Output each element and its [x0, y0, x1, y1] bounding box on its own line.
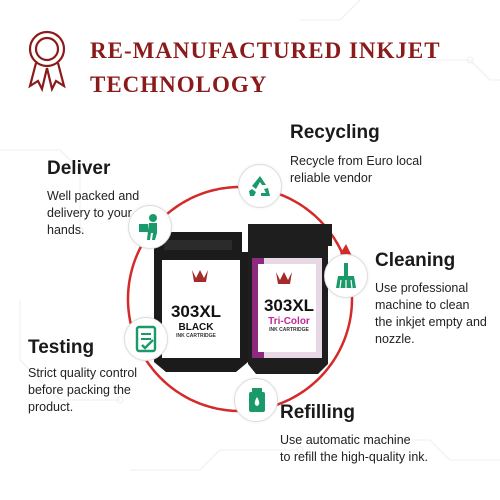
- delivery-person-icon: [128, 205, 172, 249]
- ribbon-award-icon: [28, 30, 66, 92]
- step-cleaning-desc: Use professional machine to clean the in…: [375, 281, 487, 346]
- step-testing-title: Testing: [28, 337, 95, 358]
- black-cartridge-type: BLACK: [178, 322, 214, 333]
- banner-title: RE-MANUFACTURED INKJET TECHNOLOGY: [90, 34, 490, 102]
- step-recycling-desc: Recycle from Euro local reliable vendor: [290, 154, 422, 185]
- step-refilling-desc: Use automatic machine to refill the high…: [280, 433, 428, 464]
- step-cleaning-title: Cleaning: [375, 250, 456, 271]
- black-cartridge-sub: INK CARTRIDGE: [176, 333, 216, 339]
- black-cartridge-model: 303XL: [170, 302, 222, 321]
- recycle-icon: [238, 164, 282, 208]
- color-cartridge-sub: INK CARTRIDGE: [269, 327, 309, 333]
- color-cartridge-model: 303XL: [263, 296, 315, 315]
- step-testing-desc: Strict quality control before packing th…: [28, 366, 138, 414]
- cleaning-brush-icon: [324, 254, 368, 298]
- step-deliver-desc: Well packed and delivery to your hands.: [47, 189, 140, 237]
- banner-title-line2: TECHNOLOGY: [90, 72, 268, 97]
- banner-title-line1: RE-MANUFACTURED INKJET: [90, 38, 441, 63]
- ink-bottle-icon: [234, 378, 278, 422]
- step-deliver-title: Deliver: [47, 158, 111, 179]
- step-recycling-title: Recycling: [290, 122, 380, 143]
- ink-cartridges-image: [154, 224, 332, 374]
- color-cartridge-type: Tri-Color: [268, 316, 310, 327]
- step-refilling-title: Refilling: [280, 402, 355, 423]
- checklist-icon: [124, 317, 168, 361]
